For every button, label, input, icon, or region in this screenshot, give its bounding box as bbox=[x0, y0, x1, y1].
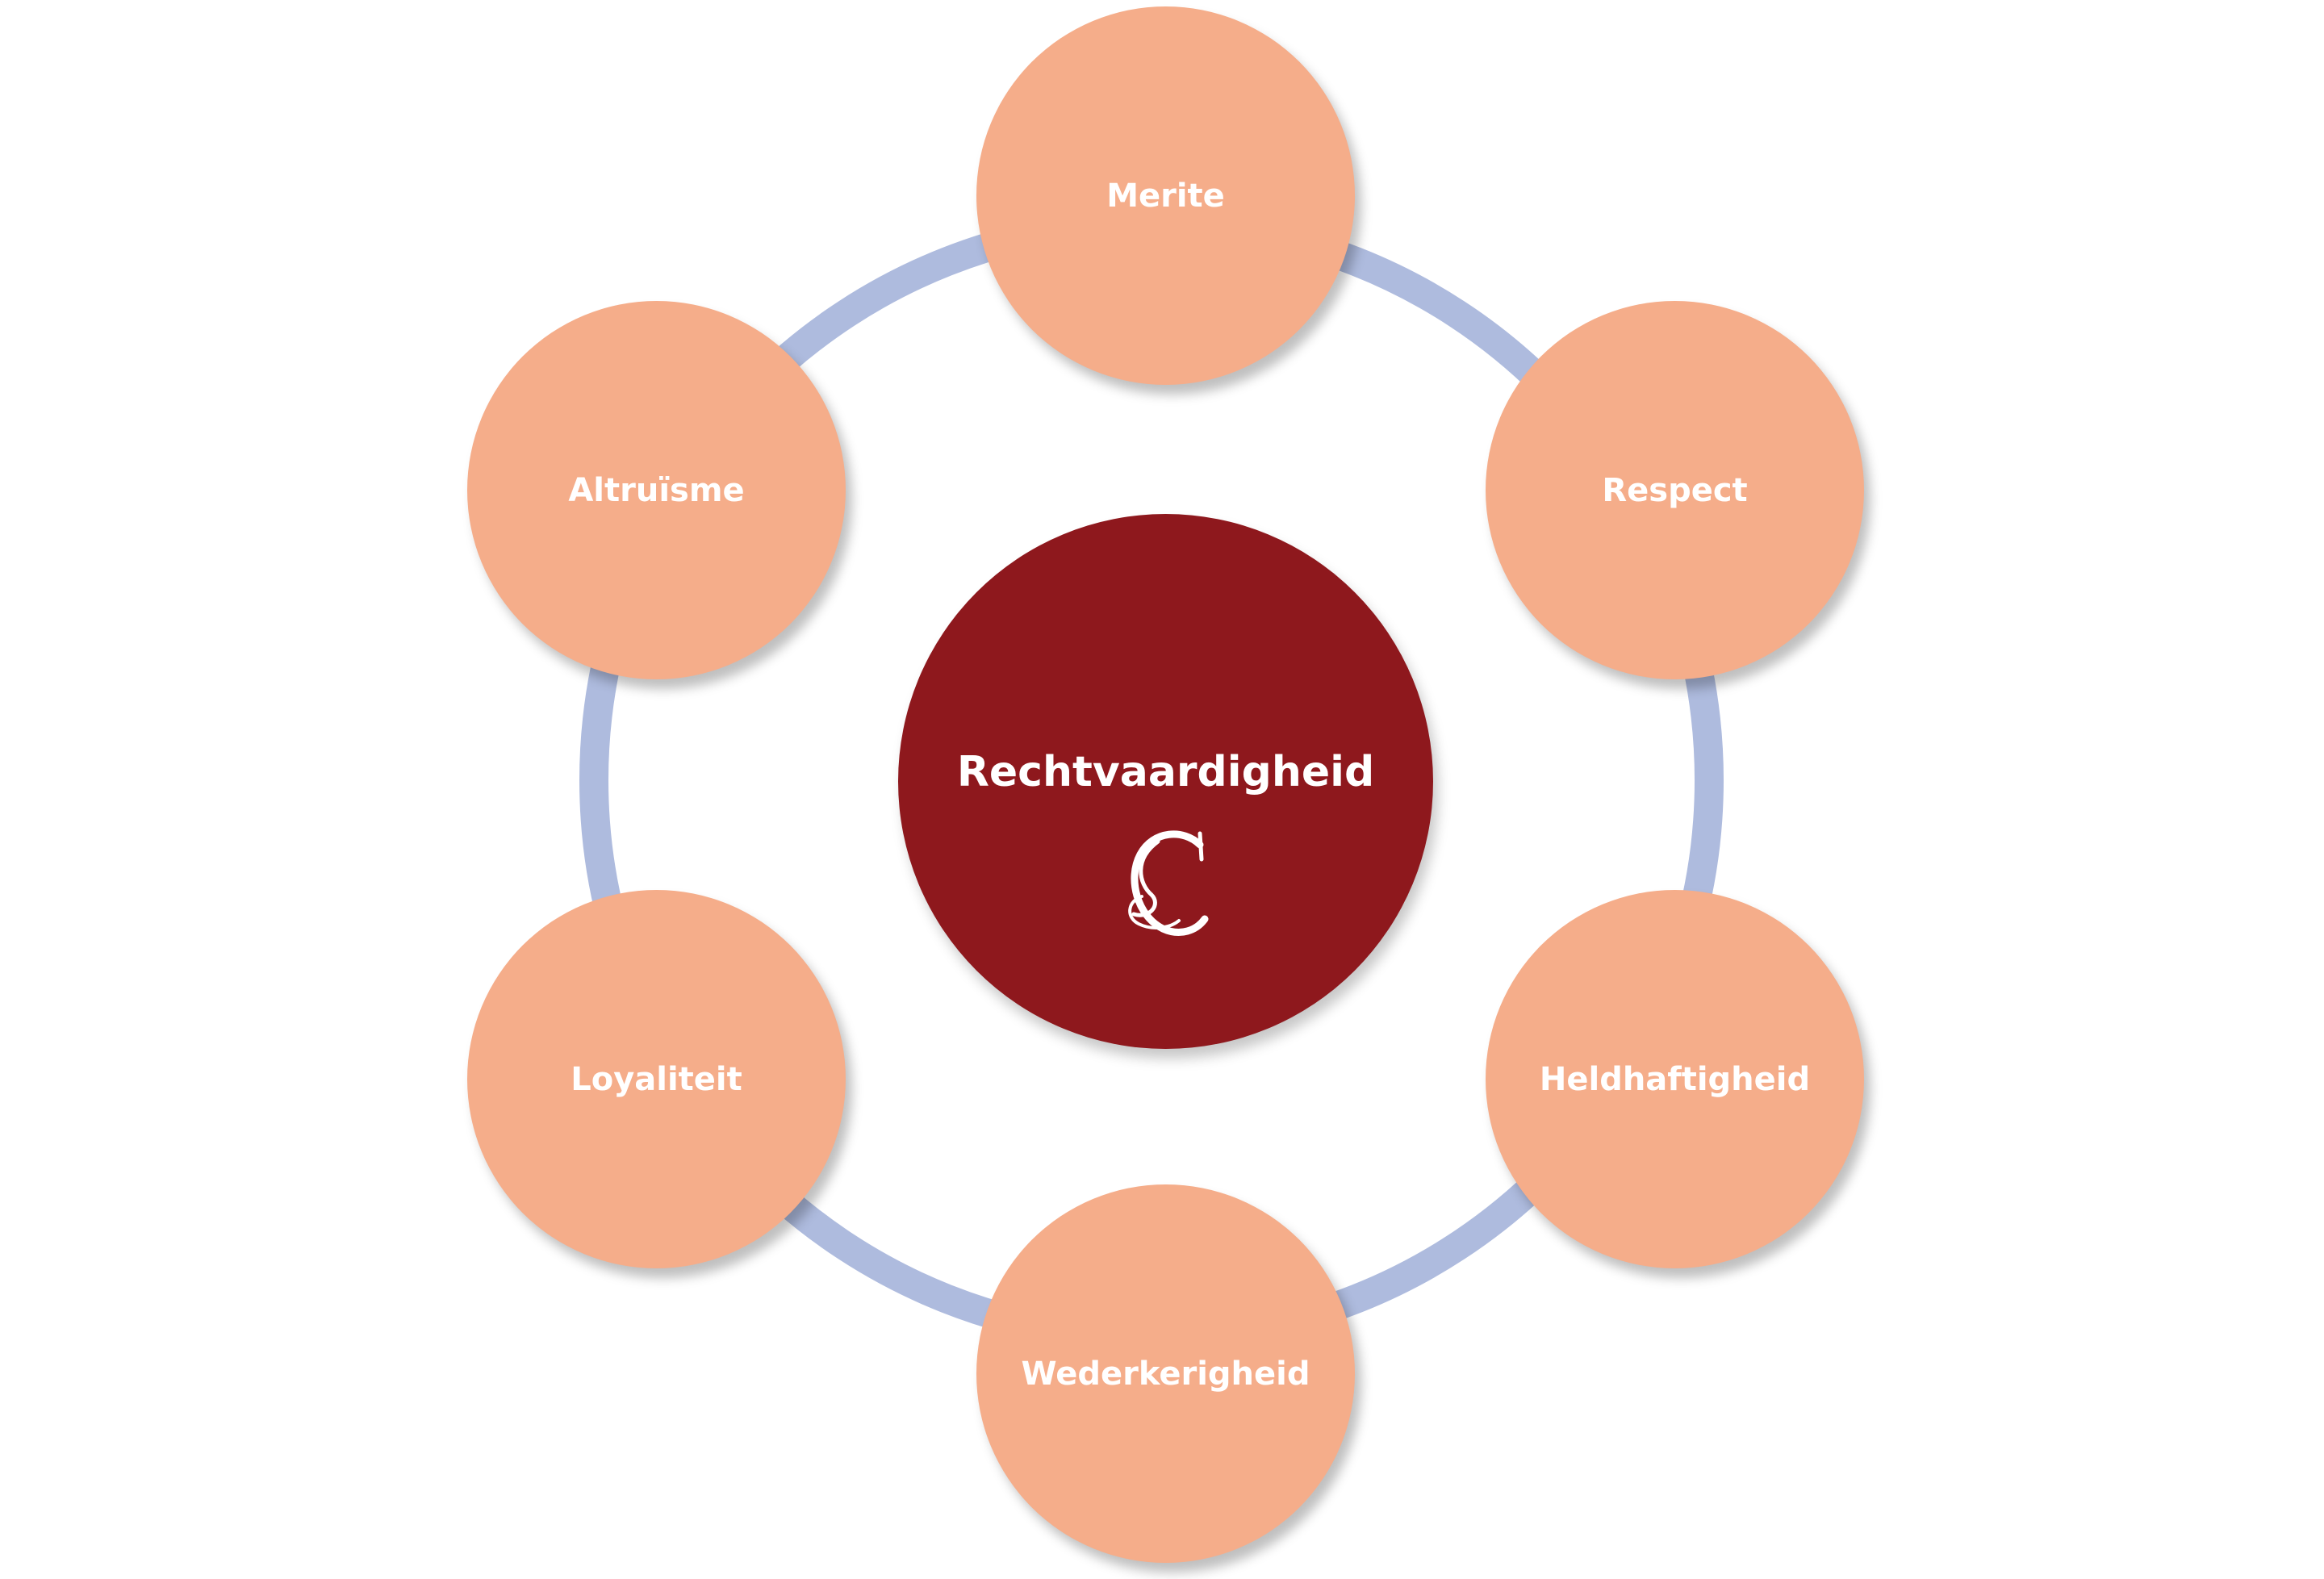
node-label: Heldhaftigheid bbox=[1539, 1060, 1811, 1098]
center-label: Rechtvaardigheid bbox=[956, 748, 1375, 796]
node-altruisme: Altruïsme bbox=[467, 301, 846, 679]
node-merite: Merite bbox=[976, 6, 1355, 385]
center-node: Rechtvaardigheid bbox=[898, 514, 1433, 1049]
node-label: Wederkerigheid bbox=[1021, 1355, 1310, 1393]
node-label: Respect bbox=[1602, 471, 1748, 509]
node-respect: Respect bbox=[1486, 301, 1864, 679]
node-label: Loyaliteit bbox=[571, 1060, 742, 1098]
node-loyaliteit: Loyaliteit bbox=[467, 890, 846, 1268]
node-label: Altruïsme bbox=[568, 471, 745, 509]
node-wederkerigheid: Wederkerigheid bbox=[976, 1184, 1355, 1563]
node-label: Merite bbox=[1106, 177, 1225, 215]
c-monogram-logo-icon bbox=[1127, 830, 1208, 936]
node-heldhaftigheid: Heldhaftigheid bbox=[1486, 890, 1864, 1268]
